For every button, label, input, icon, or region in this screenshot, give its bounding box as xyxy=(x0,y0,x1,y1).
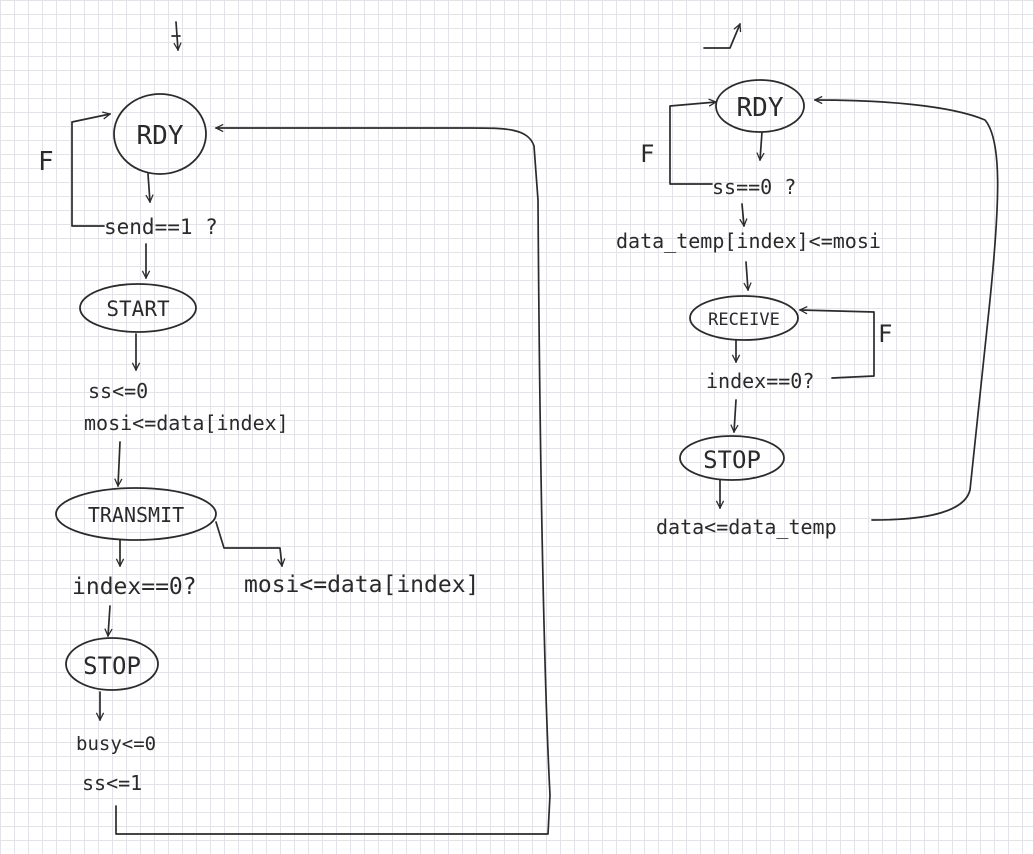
rx-false-label-rdy: F xyxy=(640,140,654,168)
rx-condition-ss: ss==0 ? xyxy=(712,175,796,199)
rx-action-capture: data_temp[index]<=mosi xyxy=(616,229,881,253)
tx-state-rdy xyxy=(113,93,207,175)
rx-ss-down-arrow xyxy=(742,203,744,226)
tx-action-mosi-load: mosi<=data[index] xyxy=(84,411,289,435)
transmitter-fsm: RDY F send==1 ? START ss<=0 mosi<=data[i… xyxy=(38,21,551,835)
tx-state-transmit xyxy=(55,487,217,541)
tx-transmit-shift-arrow xyxy=(215,521,282,566)
tx-state-transmit-label: TRANSMIT xyxy=(88,503,184,527)
rx-action-output: data<=data_temp xyxy=(656,515,837,539)
tx-index-down-arrow xyxy=(108,605,110,636)
rx-receive-false-loop xyxy=(800,310,875,379)
rx-state-receive xyxy=(689,295,799,341)
tx-actions-down-arrow xyxy=(118,441,120,486)
rx-state-stop-label: STOP xyxy=(703,446,761,474)
receiver-fsm: RDY F ss==0 ? data_temp[index]<=mosi REC… xyxy=(616,24,999,539)
tx-state-start-label: START xyxy=(106,297,170,321)
tx-action-mosi-shift: mosi<=data[index] xyxy=(244,572,479,598)
rx-capture-down-arrow xyxy=(746,261,748,290)
tx-condition-send: send==1 ? xyxy=(104,215,218,239)
rx-rdy-down-arrow xyxy=(760,131,762,160)
tx-state-rdy-label: RDY xyxy=(137,121,184,151)
rx-condition-index: index==0? xyxy=(706,369,814,393)
tx-action-ss-low: ss<=0 xyxy=(88,379,148,403)
tx-false-label: F xyxy=(38,147,54,177)
tx-rdy-down-arrow xyxy=(148,173,150,202)
tx-action-ss-high: ss<=1 xyxy=(82,771,142,795)
tx-state-start xyxy=(79,283,197,333)
rx-state-rdy-label: RDY xyxy=(737,93,784,123)
tx-return-loop xyxy=(115,128,551,835)
tx-state-stop xyxy=(65,637,159,691)
rx-index-down-arrow xyxy=(734,399,736,432)
rx-rdy-false-loop xyxy=(669,102,716,185)
rx-top-arrow xyxy=(703,24,740,49)
tx-action-busy: busy<=0 xyxy=(76,733,156,755)
tx-rdy-false-loop xyxy=(71,114,110,227)
rx-state-receive-label: RECEIVE xyxy=(708,310,780,330)
rx-state-stop xyxy=(679,435,785,481)
tx-condition-index: index==0? xyxy=(72,574,197,600)
tx-state-stop-label: STOP xyxy=(83,652,141,680)
rx-false-label-receive: F xyxy=(878,320,892,348)
rx-return-loop xyxy=(815,100,999,521)
